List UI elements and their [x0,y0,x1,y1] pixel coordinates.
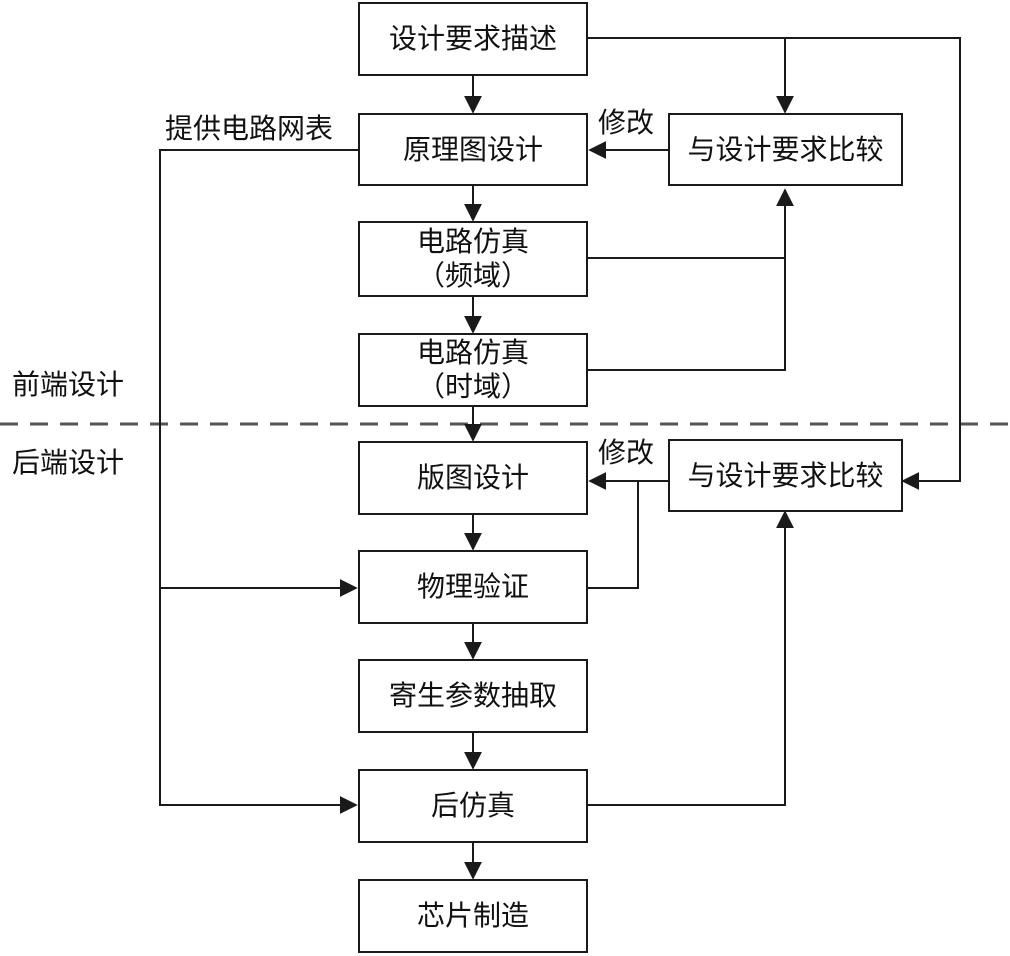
schematic-label: 原理图设计 [402,132,543,166]
arrow-netlist-to-postsim [159,149,358,814]
sim-time-domain-label: （时域） [416,370,529,403]
schematic-box: 原理图设计 [358,113,588,186]
back-end-label: 后端设计 [12,446,125,479]
fabrication-label: 芯片制造 [416,899,529,932]
netlist-label: 提供电路网表 [165,112,334,145]
layout-label: 版图设计 [416,461,529,494]
compare-back-label: 与设计要求比较 [687,458,884,492]
parasitic-extraction-label: 寄生参数抽取 [388,679,557,712]
compare-back-box: 与设计要求比较 [668,439,903,512]
arrow-spec-to-compare-back [588,37,961,490]
physical-verification-box: 物理验证 [358,550,588,624]
compare-front-box: 与设计要求比较 [668,113,903,186]
sim-time-label: 电路仿真 [416,336,529,369]
sim-freq-label: 电路仿真 [416,225,529,258]
compare-front-label: 与设计要求比较 [687,132,884,166]
circuit-sim-time-box: 电路仿真 （时域） [358,333,588,407]
design-spec-box: 设计要求描述 [358,2,588,76]
line-physver-to-modify [588,481,639,589]
circuit-sim-freq-box: 电路仿真 （频域） [358,221,588,297]
post-sim-box: 后仿真 [358,769,588,843]
arrow-simtime-to-compare [588,188,794,371]
post-sim-label: 后仿真 [430,789,515,822]
modify-front-label: 修改 [598,106,655,139]
sim-freq-domain-label: （频域） [416,259,529,292]
fabrication-box: 芯片制造 [358,879,588,953]
modify-back-label: 修改 [598,436,655,469]
layout-box: 版图设计 [358,441,588,515]
design-spec-label: 设计要求描述 [388,22,557,55]
physical-verification-label: 物理验证 [416,570,529,603]
arrow-postsim-to-compare [588,510,794,806]
parasitic-extraction-box: 寄生参数抽取 [358,659,588,733]
front-end-label: 前端设计 [12,368,125,401]
